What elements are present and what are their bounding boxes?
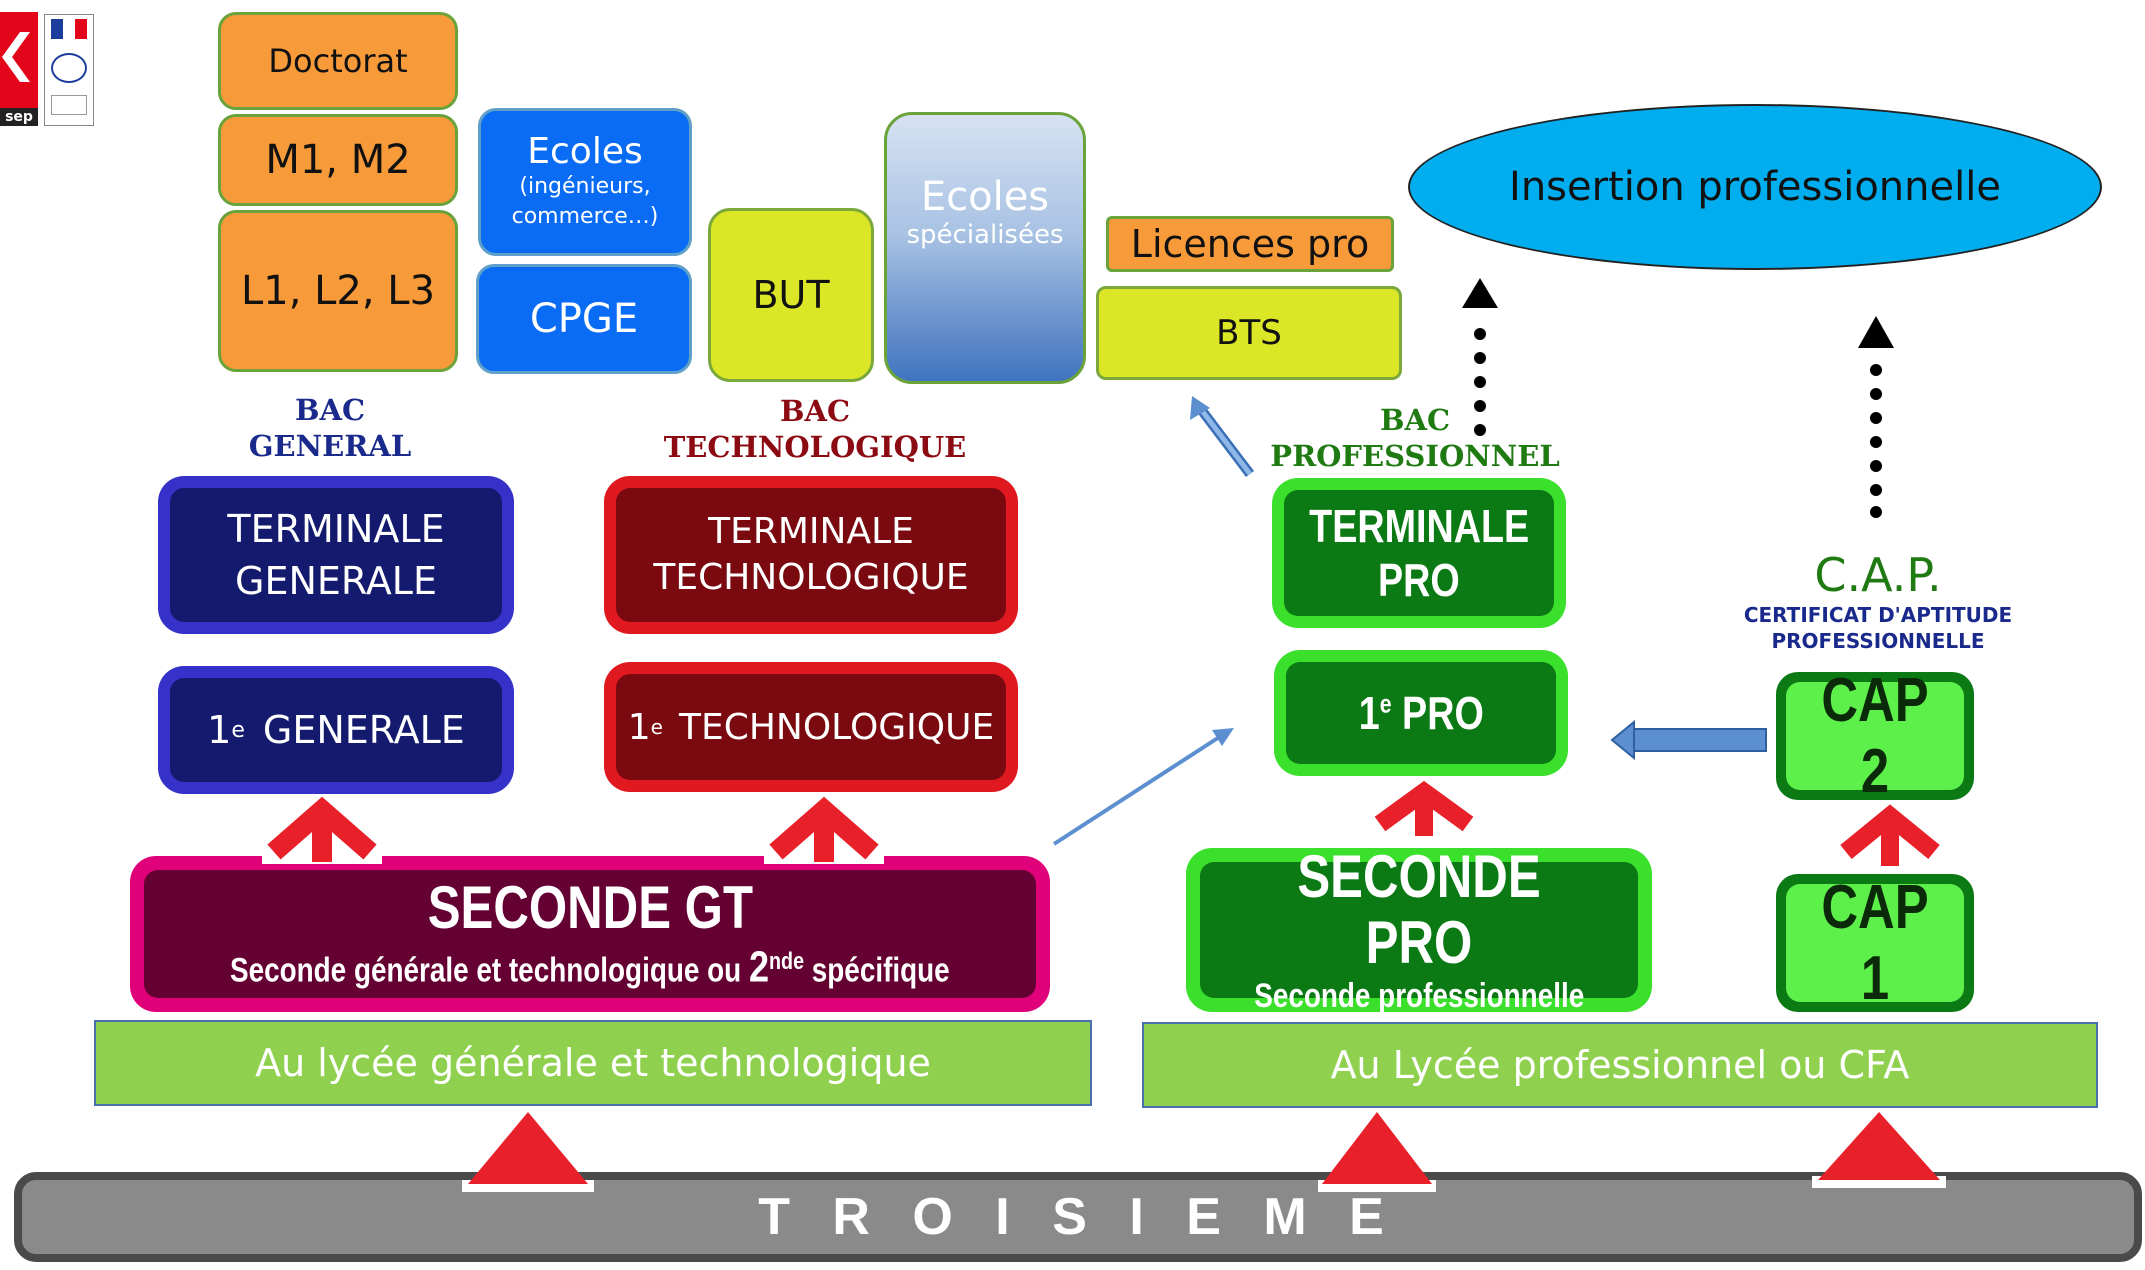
logo-text: sep: [0, 108, 38, 126]
insertion-label: Insertion professionnelle: [1509, 164, 2001, 210]
ecoles-ingenieurs-box: Ecoles (ingénieurs, commerce…): [478, 108, 692, 256]
cap1-inner: CAP 1: [1786, 873, 1964, 1013]
terminale-techno-inner: TERMINALE TECHNOLOGIQUE: [616, 488, 1006, 622]
terminale-pro-line2: PRO: [1378, 554, 1460, 606]
doctorat-label: Doctorat: [268, 42, 408, 80]
terminale-generale-line2: GENERALE: [235, 559, 437, 603]
licence-label: L1, L2, L3: [240, 268, 436, 314]
bac-pro-line1: BAC: [1379, 403, 1451, 437]
licences-pro-label: Licences pro: [1130, 222, 1370, 266]
bac-pro-line2: PROFESSIONNEL: [1270, 439, 1560, 473]
seconde-gt-title: SECONDE GT: [427, 873, 753, 941]
cpge-label: CPGE: [529, 296, 639, 342]
master-label: M1, M2: [265, 137, 411, 183]
troisieme-bar: T R O I S I E M E: [14, 1172, 2142, 1262]
red-triangle-arrow-cap: [1812, 1112, 1946, 1188]
but-label: BUT: [752, 273, 830, 317]
licence-box: L1, L2, L3: [218, 210, 458, 372]
red-chevron-arrow-generale: [262, 796, 382, 864]
bac-techno-heading: BAC TECHNOLOGIQUE: [640, 393, 990, 465]
terminale-techno-line1: TERMINALE: [708, 511, 914, 552]
blue-arrow-seconde-to-1pro: [1052, 728, 1234, 846]
logo-arrow-icon: [0, 32, 30, 82]
red-chevron-arrow-cap: [1840, 804, 1940, 866]
licences-pro-box: Licences pro: [1106, 216, 1394, 272]
premiere-generale-sup: e: [231, 717, 245, 743]
lycee-gt-bar: Au lycée générale et technologique: [94, 1020, 1092, 1106]
bac-general-heading: BAC GENERAL: [200, 392, 460, 464]
blue-block-arrow-cap2-to-1pro: [1610, 719, 1767, 761]
insertion-professionnelle-ellipse: Insertion professionnelle: [1408, 104, 2102, 270]
lycee-pro-bar: Au Lycée professionnel ou CFA: [1142, 1022, 2098, 1108]
doctorat-box: Doctorat: [218, 12, 458, 110]
premiere-techno-sup: e: [650, 715, 663, 739]
master-box: M1, M2: [218, 114, 458, 206]
cap1-box: CAP 1: [1776, 873, 1974, 1013]
seconde-gt-subtitle: Seconde générale et technologique ou 2nd…: [230, 942, 950, 992]
cap-subtitle-line2: PROFESSIONNELLE: [1771, 629, 1985, 653]
terminale-generale-line1: TERMINALE: [227, 507, 445, 551]
red-triangle-arrow-gt: [462, 1112, 594, 1192]
seconde-gt-box: SECONDE GT Seconde générale et technolog…: [130, 856, 1050, 1012]
cap2-inner: CAP 2: [1786, 666, 1964, 806]
terminale-pro-inner: TERMINALE PRO: [1284, 490, 1554, 616]
bac-techno-line2: TECHNOLOGIQUE: [663, 430, 967, 464]
seconde-pro-box: SECONDE PRO Seconde professionnelle: [1186, 844, 1652, 1015]
red-chevron-arrow-pro: [1374, 780, 1474, 836]
red-triangle-arrow-pro: [1318, 1112, 1436, 1192]
cap2-box: CAP 2: [1776, 666, 1974, 806]
dotted-arrow-bac-pro-to-insertion: [1462, 278, 1498, 436]
republic-emblem-icon: [44, 14, 94, 126]
lycee-pro-label: Au Lycée professionnel ou CFA: [1330, 1043, 1910, 1087]
bac-general-line2: GENERAL: [248, 429, 412, 463]
cap-heading: C.A.P. CERTIFICAT D'APTITUDE PROFESSIONN…: [1720, 548, 2036, 654]
logo: sep: [0, 12, 96, 126]
ecoles-specialisees-sub: spécialisées: [906, 220, 1064, 250]
bac-techno-line1: BAC: [779, 394, 851, 428]
blue-arrow-terminale-pro-to-bts: [1190, 396, 1254, 478]
ecoles-ingenieurs-title: Ecoles: [527, 131, 643, 172]
terminale-pro-line1: TERMINALE: [1308, 500, 1530, 552]
premiere-techno-num: 1: [627, 706, 651, 748]
premiere-generale-num: 1: [207, 708, 232, 752]
bts-label: BTS: [1216, 313, 1282, 353]
dotted-arrow-cap-to-insertion: [1858, 316, 1894, 518]
terminale-techno-line2: TECHNOLOGIQUE: [653, 557, 969, 598]
bts-box: BTS: [1096, 286, 1402, 380]
troisieme-label: T R O I S I E M E: [758, 1188, 1398, 1246]
seconde-gt-inner: SECONDE GT Seconde générale et technolog…: [144, 870, 1036, 998]
ecoles-ingenieurs-sub: (ingénieurs, commerce…): [511, 174, 659, 229]
premiere-pro-label: PRO: [1391, 687, 1484, 739]
premiere-techno-label: TECHNOLOGIQUE: [678, 706, 995, 748]
cap-subtitle-line1: CERTIFICAT D'APTITUDE: [1743, 603, 2013, 627]
seconde-pro-inner: SECONDE PRO Seconde professionnelle: [1200, 844, 1638, 1015]
terminale-generale-inner: TERMINALE GENERALE: [170, 488, 502, 622]
premiere-pro-inner: 1e PRO: [1286, 662, 1556, 764]
red-chevron-arrow-techno: [764, 796, 884, 864]
premiere-pro-box: 1e PRO: [1274, 650, 1568, 776]
premiere-pro-sup: e: [1379, 688, 1392, 719]
terminale-pro-box: TERMINALE PRO: [1272, 478, 1566, 628]
seconde-pro-title: SECONDE PRO: [1297, 843, 1541, 976]
premiere-pro-num: 1: [1358, 687, 1380, 739]
but-box: BUT: [708, 208, 874, 382]
ecoles-specialisees-title: Ecoles: [920, 174, 1050, 220]
lycee-gt-label: Au lycée générale et technologique: [255, 1041, 931, 1085]
terminale-generale-box: TERMINALE GENERALE: [158, 476, 514, 634]
seconde-pro-subtitle: Seconde professionnelle: [1253, 977, 1584, 1015]
terminale-techno-box: TERMINALE TECHNOLOGIQUE: [604, 476, 1018, 634]
cap-title: C.A.P.: [1814, 548, 1942, 602]
bac-pro-heading: BAC PROFESSIONNEL: [1262, 402, 1568, 474]
bac-general-line1: BAC: [294, 393, 366, 427]
premiere-generale-label: GENERALE: [262, 708, 465, 752]
ecoles-specialisees-box: Ecoles spécialisées: [884, 112, 1086, 384]
cpge-box: CPGE: [476, 264, 692, 374]
